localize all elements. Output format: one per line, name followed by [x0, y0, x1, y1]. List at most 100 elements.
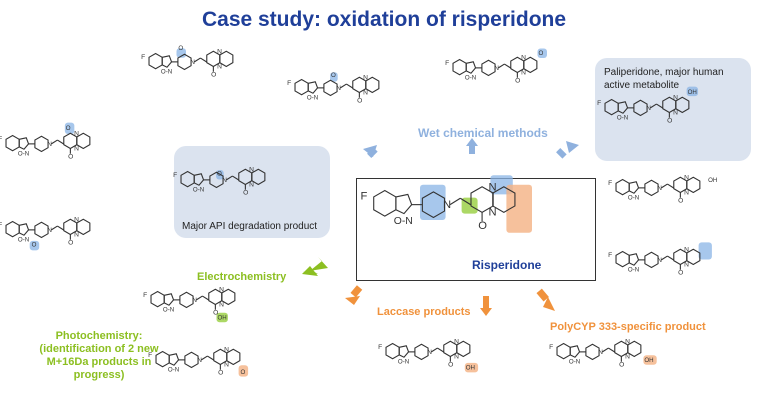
arrow-polycyp — [543, 297, 555, 311]
svg-text:N: N — [625, 353, 630, 360]
risperidone-name: Risperidone — [472, 258, 542, 272]
svg-text:N: N — [217, 63, 222, 70]
svg-text:N: N — [74, 145, 79, 152]
svg-text:N: N — [684, 189, 689, 196]
svg-text:F: F — [608, 180, 612, 187]
svg-text:F: F — [549, 344, 553, 351]
page-title: Case study: oxidation of risperidone — [201, 8, 567, 31]
svg-text:N: N — [673, 95, 678, 102]
svg-text:O: O — [243, 189, 248, 196]
svg-text:N: N — [219, 301, 224, 308]
svg-text:O: O — [678, 269, 683, 276]
svg-text:N: N — [646, 105, 651, 112]
svg-text:O-N: O-N — [163, 306, 174, 313]
svg-text:F: F — [143, 292, 147, 299]
svg-text:O-N: O-N — [569, 358, 580, 365]
svg-text:N: N — [190, 59, 195, 66]
svg-text:N: N — [494, 65, 499, 72]
svg-text:N: N — [192, 297, 197, 304]
svg-text:O-N: O-N — [394, 216, 413, 227]
svg-text:N: N — [47, 141, 52, 148]
svg-text:N: N — [219, 287, 224, 294]
svg-text:F: F — [378, 344, 382, 351]
svg-text:O: O — [619, 361, 624, 368]
svg-text:O: O — [211, 71, 216, 78]
svg-text:N: N — [336, 85, 341, 92]
svg-text:F: F — [445, 60, 449, 67]
electrochemistry-label: Electrochemistry — [197, 271, 287, 283]
svg-text:N: N — [454, 339, 459, 346]
svg-text:N: N — [224, 347, 229, 354]
svg-text:OH: OH — [688, 89, 697, 96]
arrow-up-right — [566, 141, 579, 153]
svg-text:N: N — [47, 227, 52, 234]
svg-text:N: N — [684, 247, 689, 254]
svg-text:N: N — [684, 175, 689, 182]
svg-text:O: O — [538, 50, 543, 57]
svg-text:N: N — [222, 177, 227, 184]
svg-text:O: O — [178, 45, 183, 52]
svg-text:F: F — [141, 54, 145, 61]
svg-text:O-N: O-N — [18, 236, 29, 243]
svg-text:F: F — [360, 191, 367, 203]
svg-text:N: N — [197, 357, 202, 364]
svg-text:O: O — [478, 220, 487, 232]
svg-text:OH: OH — [708, 177, 717, 184]
api-degradation-panel — [174, 146, 330, 238]
svg-text:N: N — [598, 349, 603, 356]
svg-text:O-N: O-N — [617, 114, 628, 121]
risperidone-box — [356, 178, 596, 281]
svg-text:O-N: O-N — [193, 186, 204, 193]
svg-text:O: O — [331, 72, 336, 79]
svg-text:O: O — [218, 369, 223, 376]
svg-text:OH: OH — [644, 357, 653, 364]
photochemistry-label: Photochemistry: (identification of 2 new… — [39, 330, 159, 381]
paliperidone-panel — [595, 58, 751, 161]
svg-text:O: O — [515, 77, 520, 84]
svg-text:N: N — [488, 182, 496, 194]
svg-text:O: O — [68, 153, 73, 160]
svg-text:O: O — [66, 125, 71, 132]
svg-text:F: F — [0, 222, 2, 229]
svg-text:O: O — [448, 361, 453, 368]
svg-text:O: O — [241, 369, 246, 376]
arrow-electro — [303, 257, 328, 274]
svg-text:N: N — [521, 55, 526, 62]
svg-text:N: N — [249, 181, 254, 188]
svg-text:N: N — [488, 207, 496, 219]
svg-text:F: F — [597, 100, 601, 107]
svg-text:OH: OH — [217, 314, 226, 321]
svg-text:OH: OH — [466, 365, 475, 372]
svg-text:O-N: O-N — [465, 74, 476, 81]
svg-text:N: N — [74, 231, 79, 238]
svg-text:F: F — [608, 252, 612, 259]
svg-text:O: O — [213, 309, 218, 316]
svg-text:N: N — [74, 131, 79, 138]
svg-text:N: N — [249, 167, 254, 174]
svg-text:N: N — [224, 361, 229, 368]
svg-text:N: N — [673, 109, 678, 116]
svg-text:O: O — [32, 242, 37, 249]
api-product-label: Major API degradation product — [182, 221, 318, 232]
svg-text:O-N: O-N — [307, 94, 318, 101]
arrow-laccase-left — [345, 296, 360, 305]
svg-text:N: N — [363, 75, 368, 82]
svg-text:O: O — [357, 97, 362, 104]
wet-chemical-label: Wet chemical methods — [418, 126, 548, 140]
laccase-label: Laccase products — [377, 306, 471, 318]
arrow-laccase-down — [480, 308, 492, 316]
svg-text:N: N — [657, 257, 662, 264]
paliperidone-label: Paliperidone, major human active metabol… — [604, 67, 724, 91]
svg-text:N: N — [684, 261, 689, 268]
